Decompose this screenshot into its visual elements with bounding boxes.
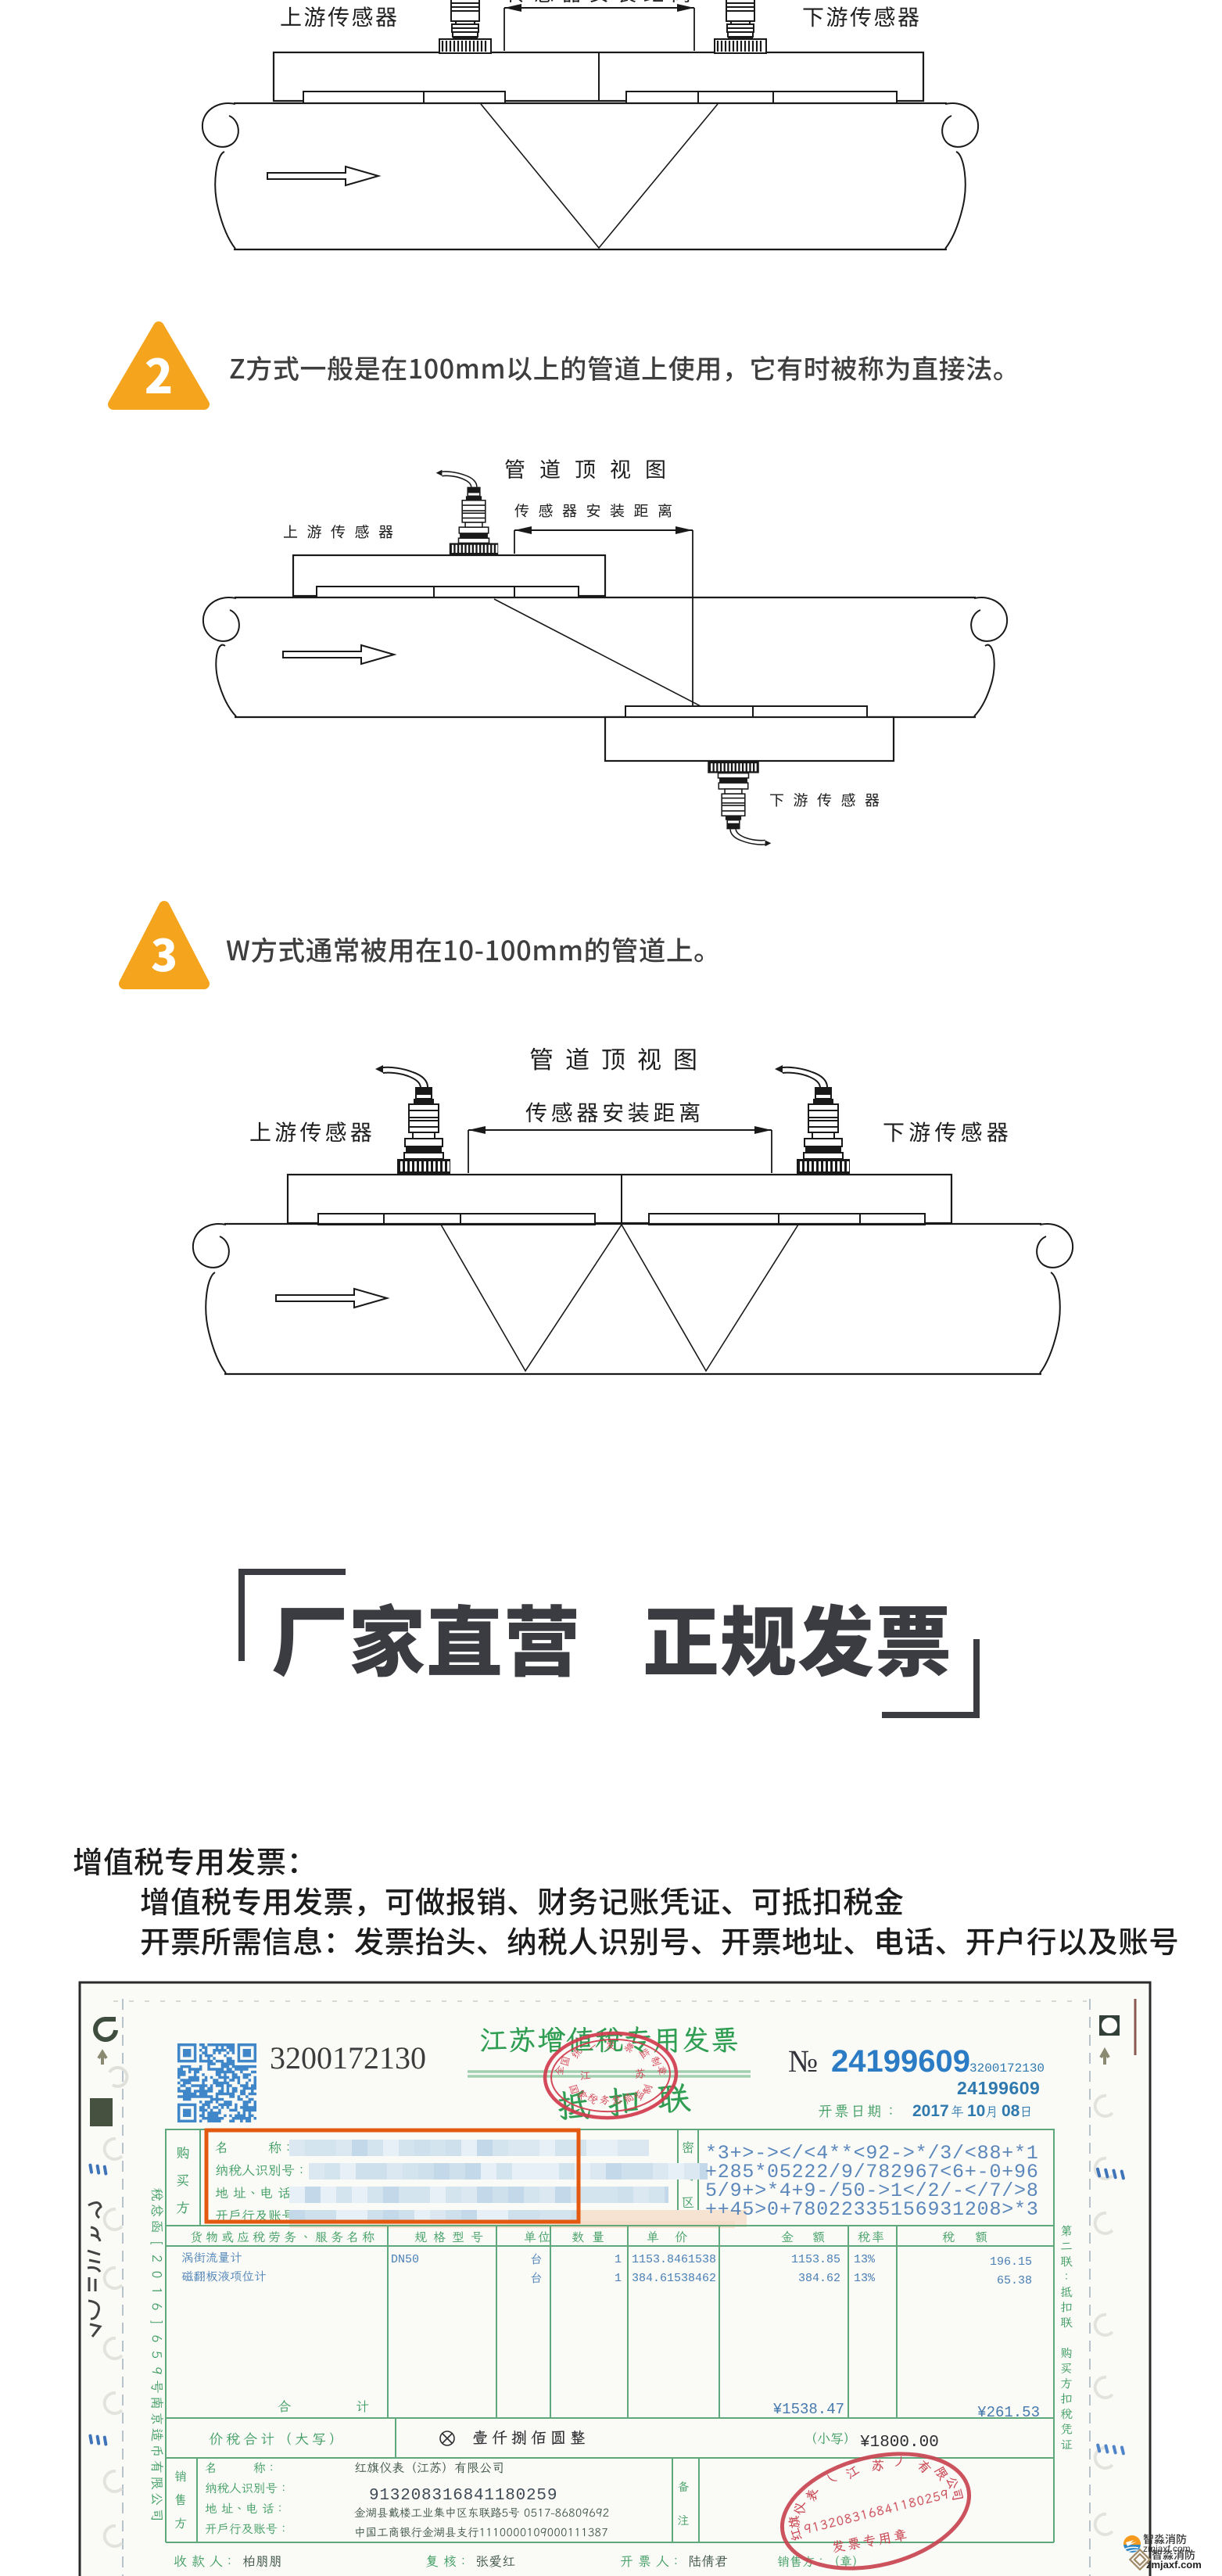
svg-text:3200172130: 3200172130 [270,2040,426,2076]
svg-text:№: № [788,2043,818,2079]
svg-text:zmjaxf.com: zmjaxf.com [1146,2559,1202,2571]
svg-text:¥261.53: ¥261.53 [977,2404,1040,2421]
svg-text:24199609: 24199609 [957,2078,1040,2098]
svg-text:10: 10 [967,2102,985,2120]
svg-text:384.62: 384.62 [798,2272,840,2285]
svg-text:196.15: 196.15 [990,2255,1032,2269]
svg-text:¥1800.00: ¥1800.00 [860,2434,939,2452]
svg-text:DN50: DN50 [391,2253,419,2266]
svg-text:2017: 2017 [912,2102,949,2120]
svg-text:13%: 13% [854,2272,876,2285]
svg-text:5/9+>*4+9-/50->1</2/-</7/>8: 5/9+>*4+9-/50->1</2/-</7/>8 [705,2180,1039,2202]
svg-text:*3+>-></<4**<92->*/3/<88+*1: *3+>-></<4**<92->*/3/<88+*1 [705,2142,1039,2165]
svg-text:65.38: 65.38 [997,2274,1032,2287]
svg-text:913208316841180259: 913208316841180259 [369,2487,557,2505]
svg-text:++45>0+78022335156931208>*3: ++45>0+78022335156931208>*3 [705,2198,1039,2221]
svg-text:1: 1 [615,2253,622,2266]
svg-text:1: 1 [615,2272,622,2285]
svg-text:1153.85: 1153.85 [791,2253,840,2266]
svg-text:+285*05222/9/782967<6+-0+96: +285*05222/9/782967<6+-0+96 [705,2161,1039,2183]
svg-text:3200172130: 3200172130 [969,2061,1045,2076]
svg-text:08: 08 [1002,2102,1020,2120]
svg-text:zmjaxf.com: zmjaxf.com [1143,2543,1191,2554]
svg-text:¥1538.47: ¥1538.47 [773,2401,844,2418]
svg-text:1153.8461538: 1153.8461538 [632,2253,716,2266]
svg-text:24199609: 24199609 [831,2044,970,2079]
svg-text:384.61538462: 384.61538462 [632,2272,716,2285]
svg-text:13%: 13% [854,2253,876,2266]
